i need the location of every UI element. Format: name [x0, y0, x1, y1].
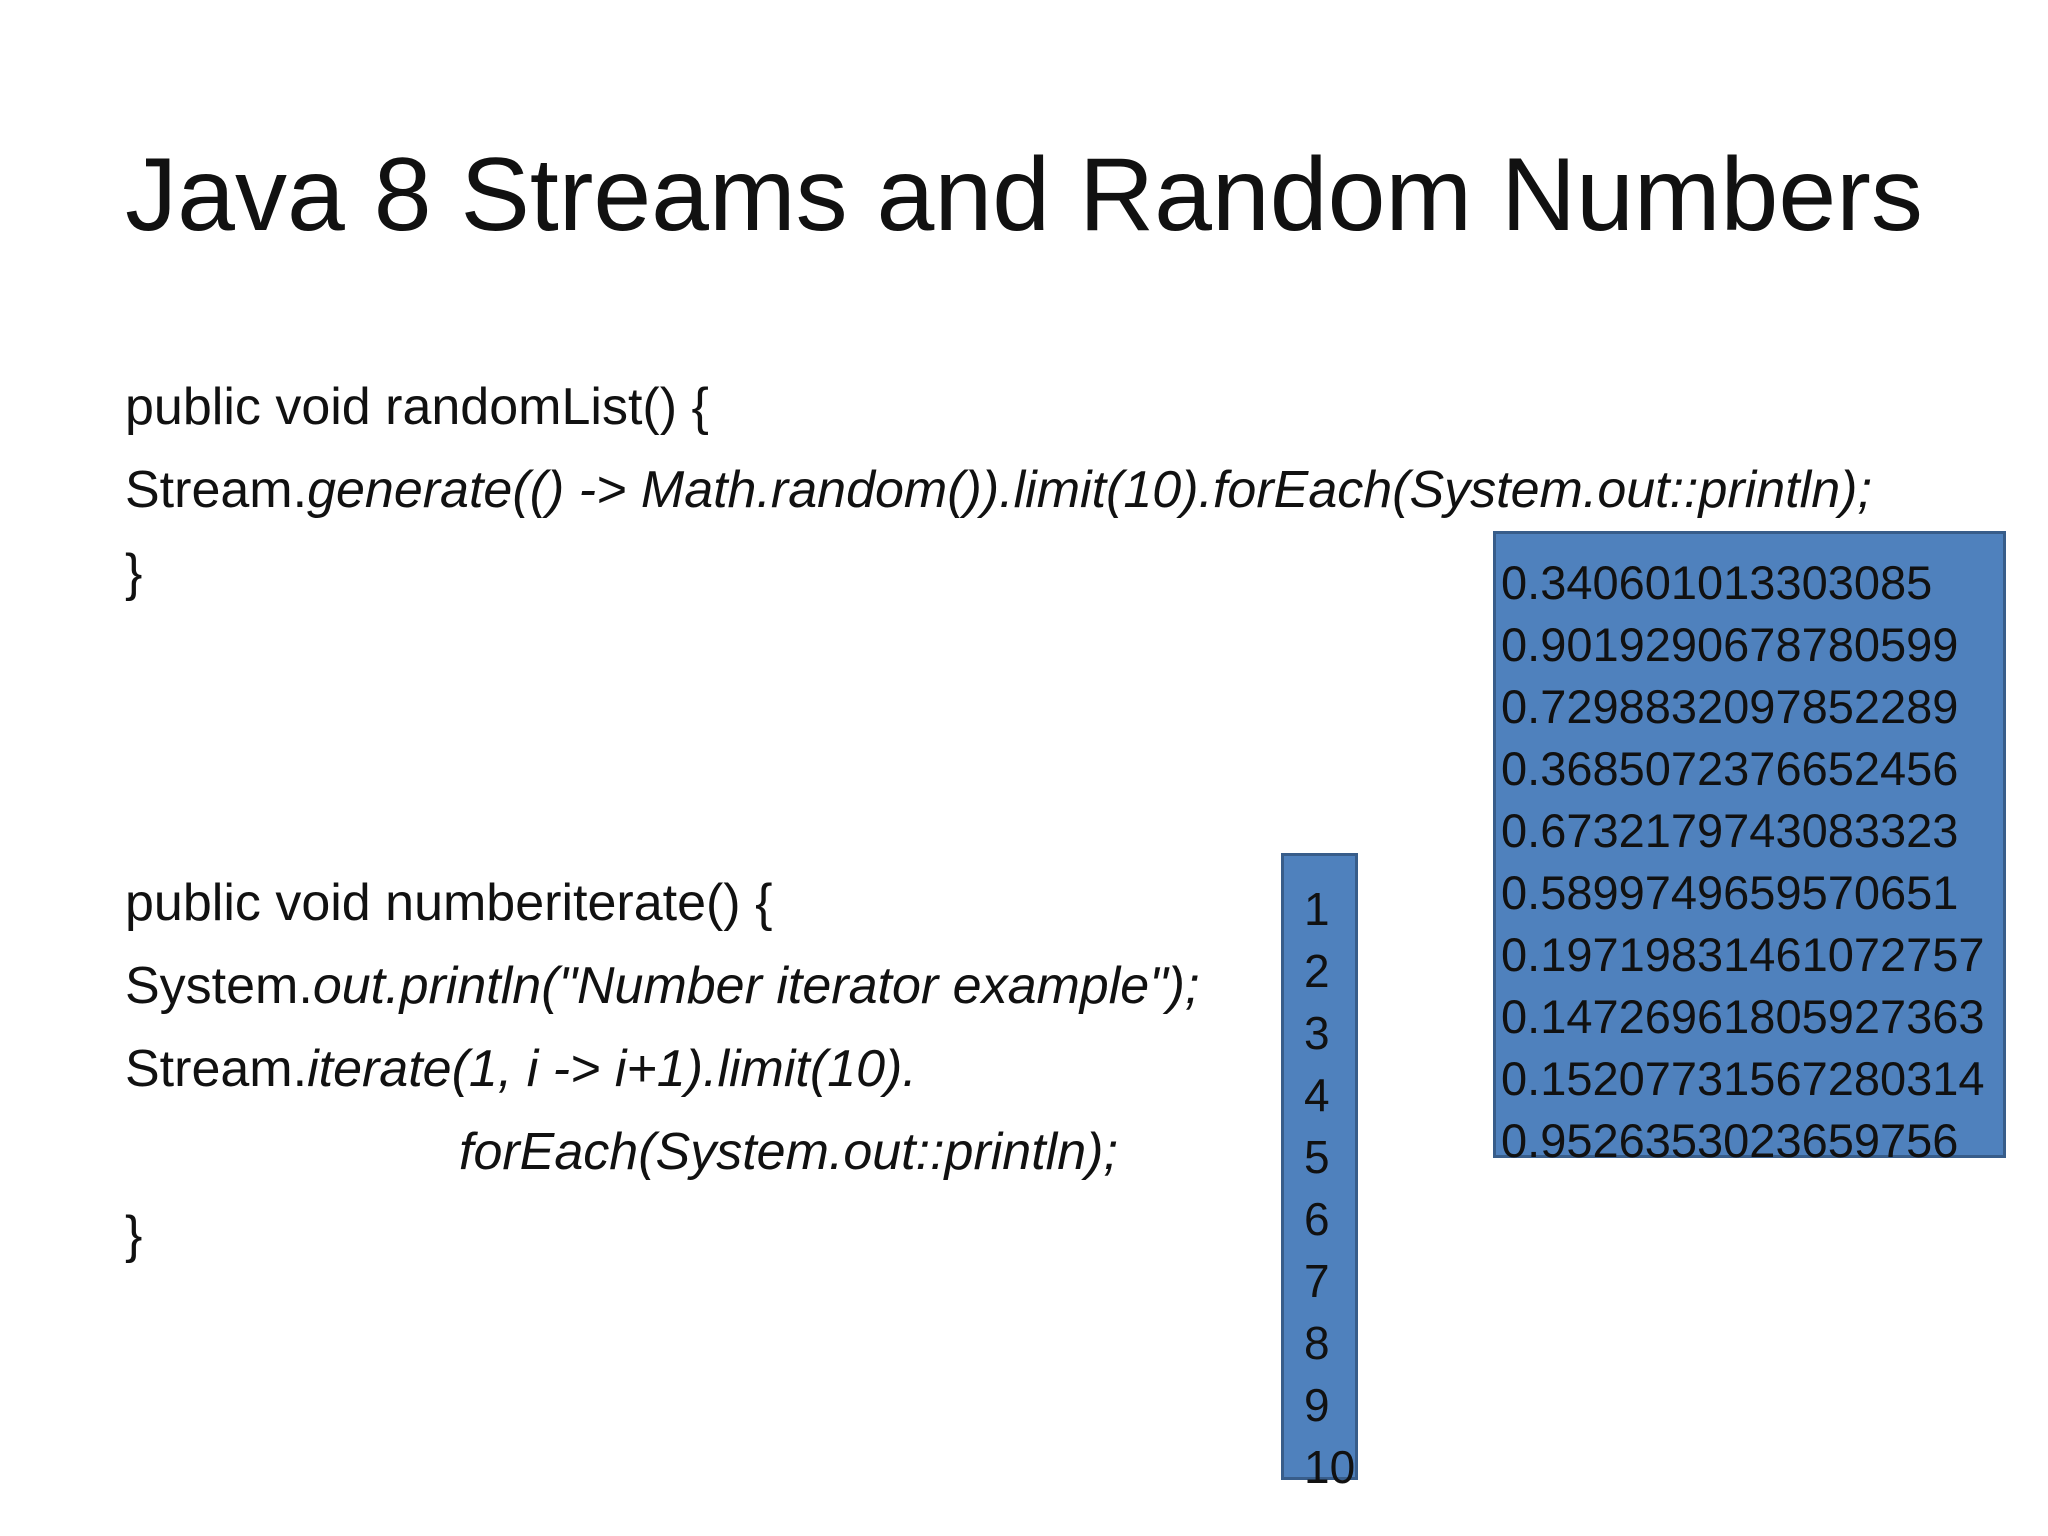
iterate-output-box: 1 2 3 4 5 6 7 8 9 10	[1281, 853, 1358, 1493]
iterate-output-row: 8	[1304, 1317, 1330, 1369]
slide-title: Java 8 Streams and Random Numbers	[125, 137, 1923, 253]
iterate-output-row: 2	[1304, 945, 1330, 997]
iterate-method-signature: public void numberiterate() {	[125, 874, 773, 932]
random-output-row: 0.6732179743083323	[1501, 804, 1959, 857]
iterate-method-stream: Stream.iterate(1, i -> i+1).limit(10).	[125, 1037, 917, 1101]
random-output-row: 0.15207731567280314	[1501, 1052, 1985, 1105]
code-plain: Stream.	[125, 1040, 308, 1098]
code-italic: out.println("Number iterator example");	[312, 957, 1200, 1015]
iterate-method-foreach: forEach(System.out::println);	[459, 1123, 1118, 1181]
iterate-output-row: 3	[1304, 1007, 1330, 1059]
random-output-row: 0.9019290678780599	[1501, 618, 1959, 671]
iterate-output-row: 5	[1304, 1131, 1330, 1183]
random-output-row: 0.340601013303085	[1501, 556, 1933, 609]
random-output-box: 0.340601013303085 0.9019290678780599 0.7…	[1493, 531, 2006, 1167]
iterate-output-row: 4	[1304, 1069, 1330, 1121]
code-plain: System.	[125, 957, 313, 1015]
iterate-output-row: 9	[1304, 1379, 1330, 1431]
random-method-body: Stream.generate(() -> Math.random()).lim…	[125, 458, 1872, 522]
random-output-row: 0.9526353023659756	[1501, 1114, 1959, 1167]
code-plain: Stream.	[125, 461, 308, 519]
code-italic: generate(() -> Math.random()).limit(10).…	[307, 461, 1872, 519]
random-output-row: 0.5899749659570651	[1501, 866, 1959, 919]
iterate-output-row: 6	[1304, 1193, 1330, 1245]
random-output-row: 0.19719831461072757	[1501, 928, 1985, 981]
iterate-method-close: }	[125, 1206, 143, 1264]
iterate-method-print: System.out.println("Number iterator exam…	[125, 954, 1199, 1018]
iterate-output-row: 10	[1304, 1441, 1356, 1493]
code-italic: iterate(1, i -> i+1).limit(10).	[307, 1040, 917, 1098]
random-output-row: 0.3685072376652456	[1501, 742, 1959, 795]
random-output-row: 0.14726961805927363	[1501, 990, 1985, 1043]
iterate-output-row: 7	[1304, 1255, 1330, 1307]
iterate-output-row: 1	[1304, 883, 1330, 935]
random-method-close: }	[125, 544, 143, 602]
random-output-row: 0.7298832097852289	[1501, 680, 1959, 733]
random-method-signature: public void randomList() {	[125, 378, 709, 436]
